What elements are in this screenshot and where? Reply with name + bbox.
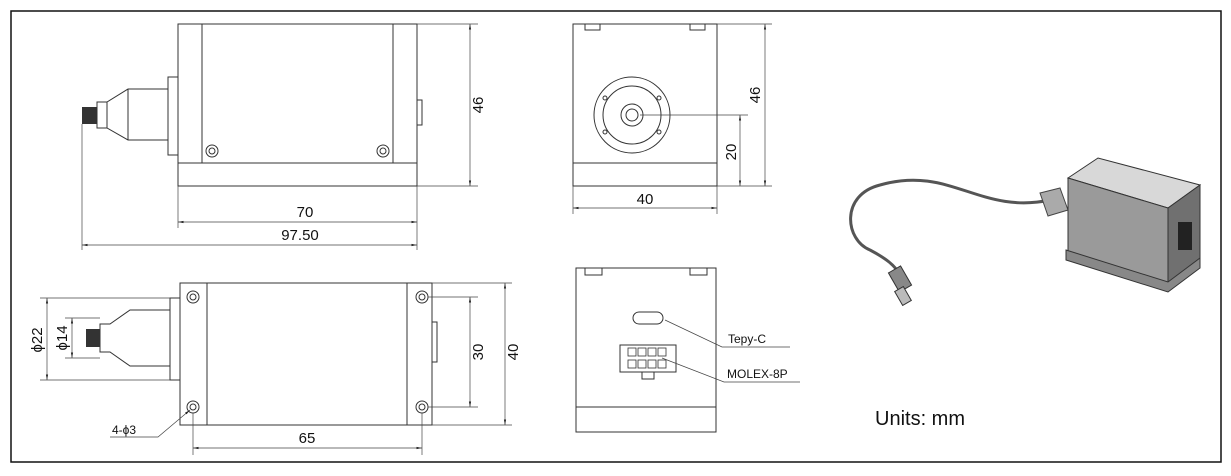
front-height-dim: 46 xyxy=(747,87,764,104)
drawing-frame xyxy=(10,10,1222,463)
overall-length-dim: 97.50 xyxy=(281,227,319,244)
side-view: 46 70 97.50 xyxy=(81,23,487,250)
top-view: ϕ22 ϕ14 30 40 65 4-ϕ3 xyxy=(29,282,522,455)
hole-spacing-h-dim: 65 xyxy=(299,430,316,447)
rear-view: Tepy-C MOLEX-8P xyxy=(575,267,800,433)
units-note: Units: mm xyxy=(875,408,965,430)
inner-diameter-dim: ϕ14 xyxy=(54,325,71,350)
usb-c-port xyxy=(632,311,664,325)
isometric-render xyxy=(849,157,1202,307)
front-view: 46 20 40 xyxy=(572,23,772,214)
side-height-dim: 46 xyxy=(470,97,487,114)
outer-diameter-dim: ϕ22 xyxy=(29,327,46,352)
front-width-dim: 40 xyxy=(637,191,654,208)
hole-spacing-v-dim: 30 xyxy=(470,344,487,361)
tepy-c-label: Tepy-C xyxy=(728,332,766,346)
holes-label: 4-ϕ3 xyxy=(112,423,136,437)
body-length-dim: 70 xyxy=(297,204,314,221)
molex-label: MOLEX-8P xyxy=(727,367,788,381)
center-height-dim: 20 xyxy=(723,144,740,161)
top-width-dim: 40 xyxy=(505,344,522,361)
